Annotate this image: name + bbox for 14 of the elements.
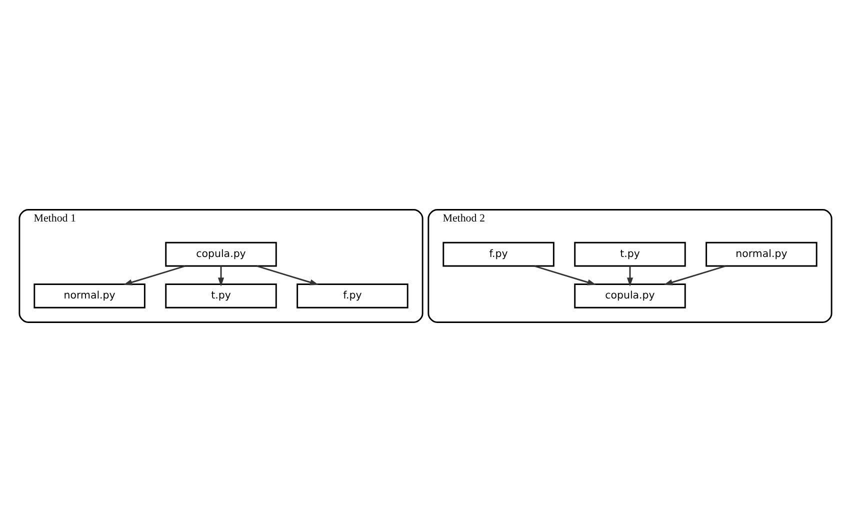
node-box: t.py <box>574 241 686 266</box>
arrow <box>534 264 596 285</box>
node-box: normal.py <box>34 283 146 308</box>
arrow <box>626 266 634 286</box>
arrow <box>256 264 319 285</box>
node-box: copula.py <box>165 241 277 266</box>
arrow <box>123 264 186 285</box>
arrow <box>218 266 224 286</box>
arrow <box>664 264 726 285</box>
node-box: normal.py <box>706 241 818 266</box>
node-box: t.py <box>165 283 277 308</box>
node-box: copula.py <box>574 283 686 308</box>
node-box: f.py <box>442 241 554 266</box>
node-box: f.py <box>296 283 408 308</box>
